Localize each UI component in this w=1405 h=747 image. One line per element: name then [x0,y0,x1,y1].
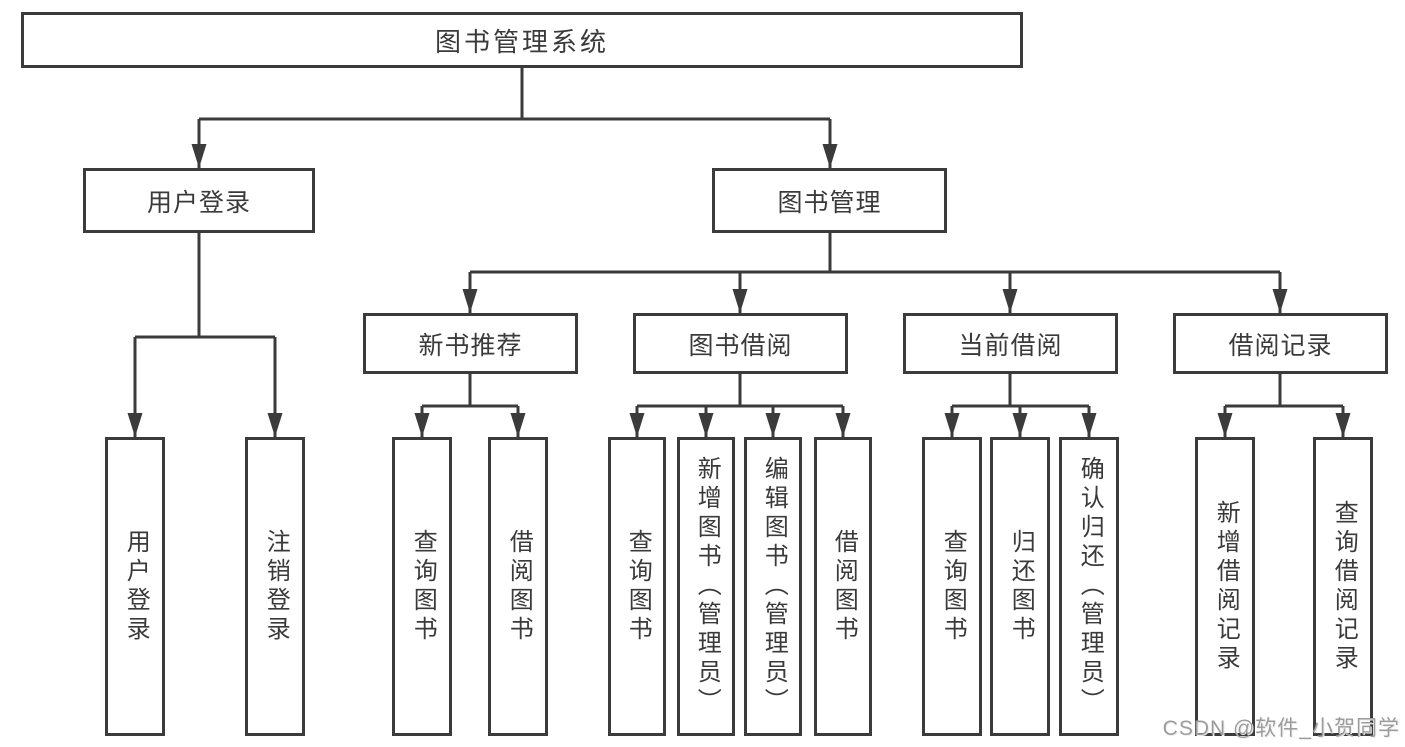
leaf-current-return-books: 归还图书 [990,437,1050,736]
node-current-borrowing: 当前借阅 [903,313,1118,374]
node-new-book-recommend: 新书推荐 [363,313,578,374]
leaf-borrow-borrow-books: 借阅图书 [814,437,872,736]
node-borrowing-records: 借阅记录 [1173,313,1388,374]
node-book-management: 图书管理 [712,168,947,233]
node-user-login: 用户登录 [83,168,315,233]
leaf-newbook-borrow-books: 借阅图书 [488,437,548,736]
leaf-current-query-books: 查询图书 [922,437,982,736]
leaf-current-confirm-return-admin: 确认归还（管理员） [1059,437,1119,736]
leaf-records-query-borrow-record: 查询借阅记录 [1313,437,1373,736]
leaf-borrow-add-books-admin: 新增图书（管理员） [677,437,735,736]
leaf-borrow-edit-books-admin: 编辑图书（管理员） [744,437,802,736]
leaf-user-login: 用户登录 [105,437,165,736]
leaf-newbook-query-books: 查询图书 [392,437,452,736]
leaf-records-add-borrow-record: 新增借阅记录 [1195,437,1255,736]
leaf-logout: 注销登录 [245,437,305,736]
node-book-borrowing: 图书借阅 [633,313,848,374]
leaf-borrow-query-books: 查询图书 [608,437,666,736]
node-library-management-system: 图书管理系统 [21,12,1023,68]
csdn-watermark: CSDN @软件_小贺同学 [1162,717,1400,740]
